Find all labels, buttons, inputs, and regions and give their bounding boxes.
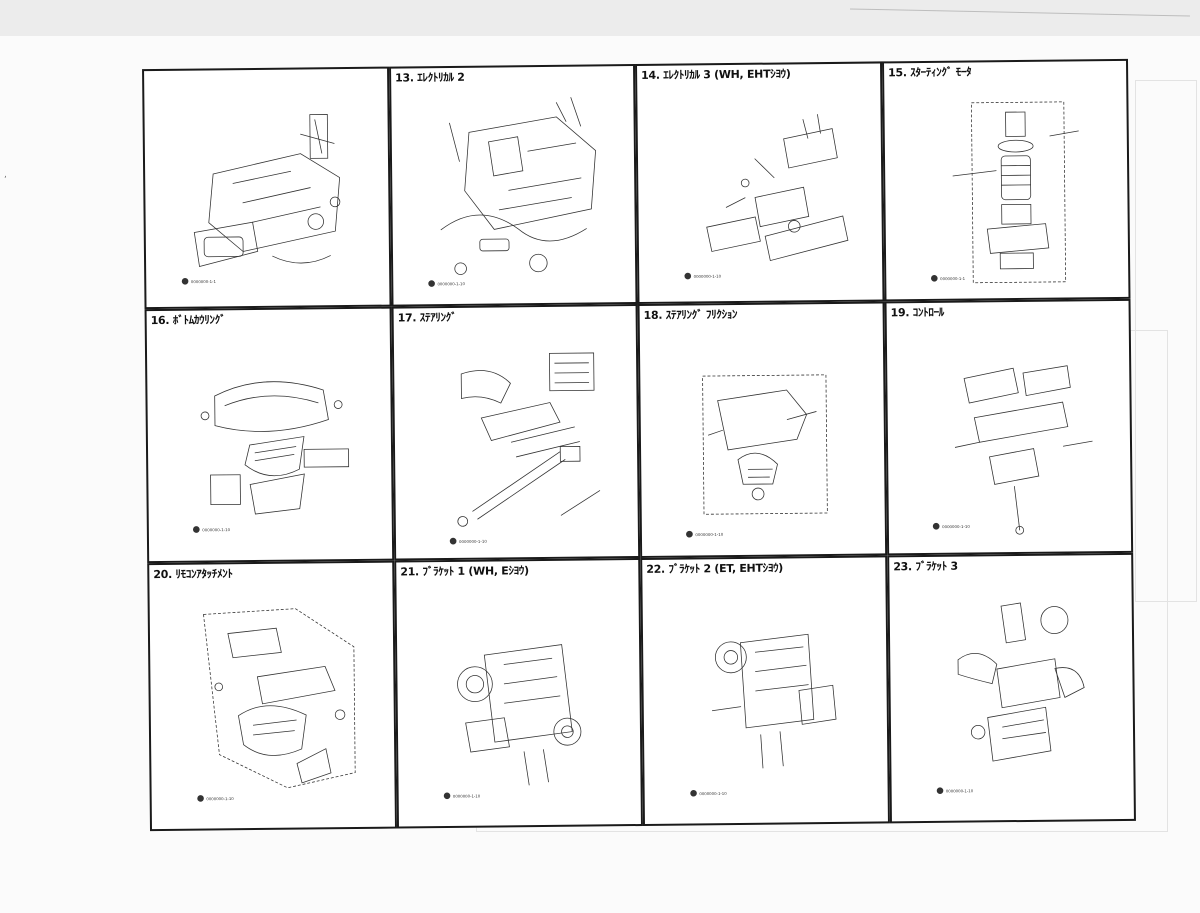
panel-12: 0000000-1-1 xyxy=(142,66,392,310)
scan-top-strip xyxy=(0,0,1200,36)
svg-text:0000000-1-10: 0000000-1-10 xyxy=(202,527,230,532)
svg-text:0000000-1-10: 0000000-1-10 xyxy=(206,796,234,801)
exploded-parts-diagram: 0000000-1-10 xyxy=(897,571,1126,815)
panel-19: 19. ｺﾝﾄﾛｰﾙ 0000000-1-10 xyxy=(884,298,1134,556)
panel-20: 20. ﾘﾓｺﾝｱﾀｯﾁﾒﾝﾄ 0000000-1-10 xyxy=(147,560,398,832)
exploded-parts-diagram: 0000000-1-10 xyxy=(402,322,630,552)
panel-22: 22. ﾌﾞﾗｹｯﾄ 2 (ET, EHTｼﾖｳ) 0000000-1-10 xyxy=(640,555,890,826)
svg-text:0000000-1-10: 0000000-1-10 xyxy=(695,532,723,537)
panel-13: 13. ｴﾚｸﾄﾘｶﾙ 2 0000000-1-10 xyxy=(389,64,638,307)
exploded-parts-diagram: 0000000-1-10 xyxy=(155,325,384,555)
svg-text:0000000-1-10: 0000000-1-10 xyxy=(942,524,970,529)
panel-23: 23. ﾌﾞﾗｹｯﾄ 3 0000000-1-10 xyxy=(887,552,1136,824)
margin-speck: , xyxy=(4,170,7,180)
exploded-parts-diagram: 0000000-1-1 xyxy=(892,77,1120,293)
svg-text:0000000-1-10: 0000000-1-10 xyxy=(437,281,465,286)
panel-21: 21. ﾌﾞﾗｹｯﾄ 1 (WH, Eｼﾖｳ) 0000000-1-10 xyxy=(394,557,643,829)
exploded-parts-diagram: 0000000-1-10 xyxy=(648,320,877,550)
svg-text:0000000-1-1: 0000000-1-1 xyxy=(191,279,217,284)
exploded-parts-diagram: 0000000-1-10 xyxy=(399,82,627,298)
panel-18: 18. ｽﾃｱﾘﾝｸﾞ ﾌﾘｸｼｮﾝ 0000000-1-10 xyxy=(637,301,888,558)
exploded-parts-diagram: 0000000-1-10 xyxy=(645,80,874,296)
exploded-parts-diagram: 0000000-1-10 xyxy=(895,317,1123,547)
exploded-parts-diagram: 0000000-1-10 xyxy=(157,579,387,823)
parts-diagram-grid: 0000000-1-1 13. ｴﾚｸﾄﾘｶﾙ 2 0000000-1-10 1… xyxy=(142,58,1136,832)
svg-text:0000000-1-10: 0000000-1-10 xyxy=(453,793,481,798)
bleed-through-margin xyxy=(1135,80,1197,602)
svg-text:0000000-1-10: 0000000-1-10 xyxy=(699,791,727,796)
svg-text:0000000-1-10: 0000000-1-10 xyxy=(459,539,487,544)
exploded-parts-diagram: 0000000-1-10 xyxy=(650,574,880,818)
panel-14: 14. ｴﾚｸﾄﾘｶﾙ 3 (WH, EHTｼﾖｳ) 0000000-1-10 xyxy=(635,61,885,305)
panel-15: 15. ｽﾀｰﾃｨﾝｸﾞ ﾓｰﾀ 0000000-1-1 xyxy=(881,58,1131,302)
svg-text:0000000-1-10: 0000000-1-10 xyxy=(694,274,722,279)
svg-text:0000000-1-10: 0000000-1-10 xyxy=(946,788,974,793)
panel-title: 19. ｺﾝﾄﾛｰﾙ xyxy=(890,305,945,320)
exploded-parts-diagram: 0000000-1-10 xyxy=(404,576,633,820)
exploded-parts-diagram: 0000000-1-1 xyxy=(152,85,381,301)
panel-16: 16. ﾎﾞﾄﾑｶｳﾘﾝｸﾞ 0000000-1-10 xyxy=(144,306,395,564)
svg-text:0000000-1-1: 0000000-1-1 xyxy=(940,276,966,281)
panel-17: 17. ｽﾃｱﾘﾝｸﾞ 0000000-1-10 xyxy=(391,304,641,561)
